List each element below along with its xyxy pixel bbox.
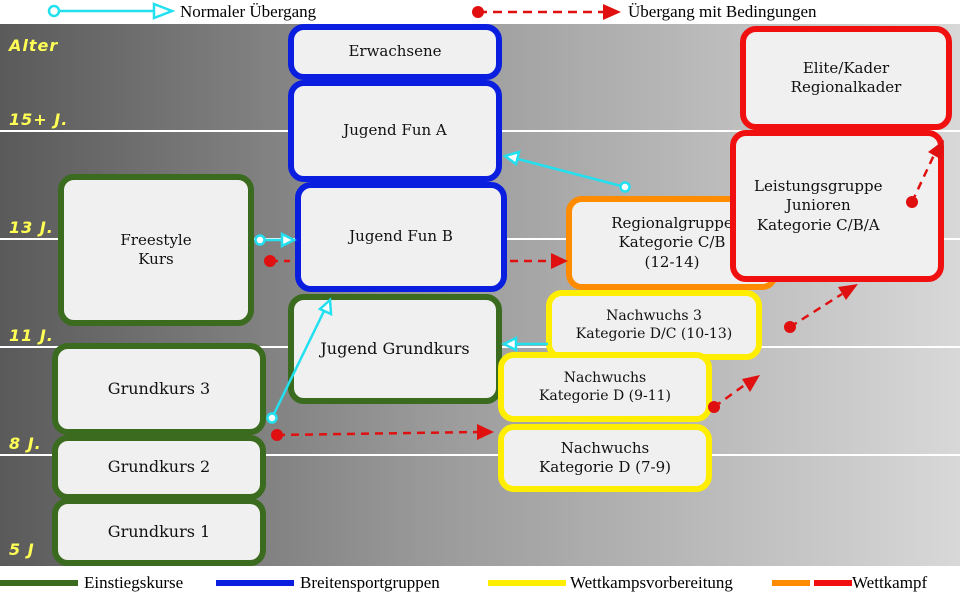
breitensport-label: Breitensportgruppen [300, 573, 440, 592]
grundkurs-to-nachwuchs-arrowhead [477, 424, 494, 440]
conditional-transition-label: Übergang mit Bedingungen [628, 2, 817, 21]
nachwuchs-3-conditional-start-dot [784, 321, 796, 333]
band-divider-8 [0, 454, 960, 456]
nachwuchs-9-11-arrowhead [742, 375, 760, 392]
normal-transitions [254, 150, 631, 424]
fun-b-to-regionalgruppe-arrowhead [551, 253, 568, 269]
leistungsgruppe-conditional-start-dot [906, 196, 918, 208]
jugend-fun-b-box: Jugend Fun B [295, 182, 507, 292]
grundkurs-3-conditional-start-dot [271, 429, 283, 441]
bottom-legend-swatches [0, 580, 852, 586]
elite-kader-box: Elite/Kader Regionalkader [740, 26, 952, 130]
top-legend: Normaler Übergang Übergang mit Bedingung… [0, 0, 960, 24]
grundkurs-3-box: Grundkurs 3 [52, 343, 266, 435]
regionalgruppe-to-fun-a-arrowhead [502, 150, 521, 167]
grundkurs-3-to-fun-b-start-dot [266, 412, 278, 424]
normal-transition-arrowhead [152, 2, 176, 20]
conditional-transition-arrowhead [603, 4, 621, 20]
freestyle-to-fun-b-start-dot [254, 234, 266, 246]
grundkurs-1-box: Grundkurs 1 [52, 498, 266, 566]
leistungsgruppe-junioren-box: Leistungsgruppe Junioren Kategorie C/B/A [730, 130, 944, 282]
regionalgruppe-to-fun-a-start-dot [619, 181, 631, 193]
age-label-11: 11 J. [9, 326, 54, 345]
conditional-markers [264, 140, 944, 441]
grundkurs-3-to-nachwuchs-conditional-arrow [276, 430, 479, 437]
nachwuchs-d-7-9-box: Nachwuchs Kategorie D (7-9) [498, 424, 712, 492]
age-label-13: 13 J. [9, 218, 54, 237]
freestyle-kurs-box: Freestyle Kurs [58, 174, 254, 326]
age-axis-title: Alter [9, 36, 59, 55]
nachwuchs-9-11-conditional-arrow [713, 382, 747, 409]
jugend-fun-a-box: Jugend Fun A [288, 80, 502, 182]
age-label-8: 8 J. [9, 434, 42, 453]
nachwuchs-3-to-jugend-grundkurs-arrowhead [501, 335, 518, 353]
grundkurs-3-to-fun-b-arrowhead [317, 297, 333, 317]
leistungsgruppe-to-elite-arrowhead [928, 140, 944, 160]
conditional-transitions [270, 154, 936, 437]
bottom-legend: Einstiegskurse Breitensportgruppen Wettk… [0, 566, 960, 600]
nachwuchs-d-9-11-box: Nachwuchs Kategorie D (9-11) [498, 352, 712, 422]
age-label-15: 15+ J. [9, 110, 69, 129]
normal-transition-start-dot [47, 4, 61, 18]
wettkampfvorbereitung-label: Wettkampsvorbereitung [570, 573, 733, 592]
nachwuchs-3-arrowhead [838, 284, 858, 300]
conditional-transition-start-dot [472, 6, 484, 18]
freestyle-to-fun-b-arrowhead [280, 231, 297, 249]
leistungsgruppe-to-elite-conditional-arrow [910, 154, 936, 203]
grundkurs-3-to-fun-b-arrow [270, 308, 327, 419]
erwachsene-box: Erwachsene [288, 24, 502, 80]
nachwuchs-3-to-leistungsgruppe-conditional-arrow [789, 292, 843, 329]
einstieg-label: Einstiegskurse [84, 573, 184, 592]
regionalgruppe-to-fun-a-arrow [513, 156, 626, 189]
nachwuchs-9-11-conditional-start-dot [708, 401, 720, 413]
normal-transition-label: Normaler Übergang [180, 2, 317, 21]
wettkampf-label: Wettkampf [852, 573, 928, 592]
grundkurs-2-box: Grundkurs 2 [52, 435, 266, 500]
top-legend-arrows [47, 2, 621, 20]
freestyle-conditional-start-dot [264, 255, 276, 267]
age-label-5: 5 J [9, 540, 35, 559]
